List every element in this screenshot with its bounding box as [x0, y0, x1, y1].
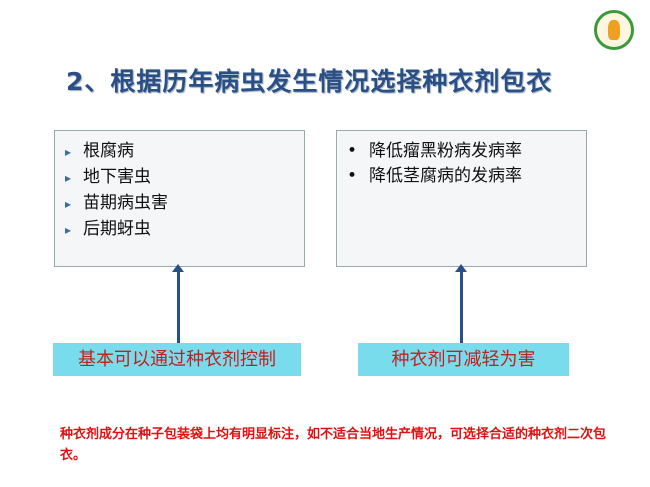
page-title: 2、根据历年病虫发生情况选择种衣剂包衣 [66, 67, 553, 96]
logo [594, 10, 634, 50]
right-box: 降低瘤黑粉病发病率 降低茎腐病的发病率 [336, 130, 587, 267]
arrow-up-icon [455, 264, 467, 345]
list-item: 降低瘤黑粉病发病率 [347, 139, 576, 164]
arrow-up-icon [172, 264, 184, 345]
list-item: 降低茎腐病的发病率 [347, 164, 576, 189]
left-label: 基本可以通过种衣剂控制 [53, 343, 301, 376]
right-label: 种衣剂可减轻为害 [358, 343, 569, 376]
list-item: 苗期病虫害 [65, 191, 294, 217]
list-item: 后期蚜虫 [65, 217, 294, 243]
left-box: 根腐病 地下害虫 苗期病虫害 后期蚜虫 [54, 130, 305, 267]
note-text: 种衣剂成分在种子包装袋上均有明显标注，如不适合当地生产情况，可选择合适的种衣剂二… [60, 427, 607, 463]
list-item: 地下害虫 [65, 165, 294, 191]
list-item: 根腐病 [65, 139, 294, 165]
